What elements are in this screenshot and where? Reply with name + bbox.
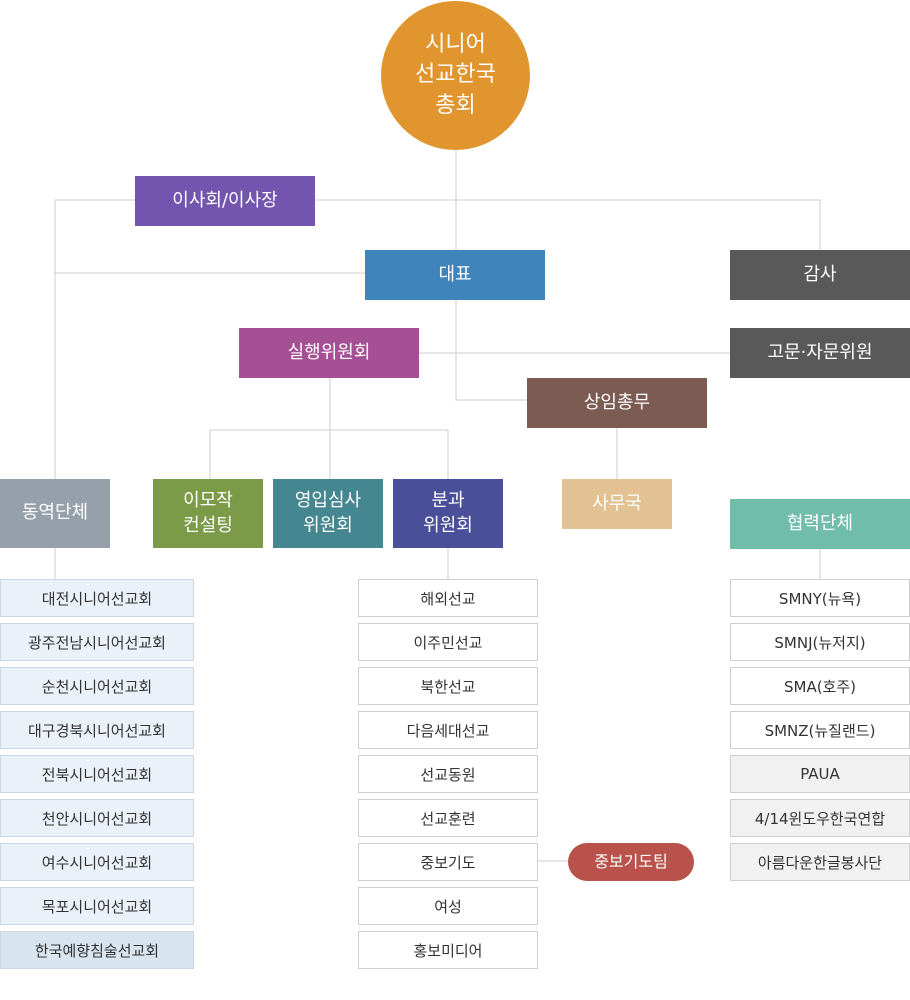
board-node[interactable]: 이사회/이사장	[135, 176, 315, 226]
list-item[interactable]: 해외선교	[358, 579, 538, 617]
list-item[interactable]: 여수시니어선교회	[0, 843, 194, 881]
fellowship-organizations-node[interactable]: 동역단체	[0, 479, 110, 548]
list-item[interactable]: 한국예향침술선교회	[0, 931, 194, 969]
imojak-consulting-node[interactable]: 이모작 컨설팅	[153, 479, 263, 548]
partner-organizations-node[interactable]: 협력단체	[730, 499, 910, 549]
list-item[interactable]: SMNJ(뉴저지)	[730, 623, 910, 661]
advisors-node[interactable]: 고문·자문위원	[730, 328, 910, 378]
list-item[interactable]: 중보기도	[358, 843, 538, 881]
review-committee-node[interactable]: 영입심사 위원회	[273, 479, 383, 548]
subcommittee-node[interactable]: 분과 위원회	[393, 479, 503, 548]
representative-node[interactable]: 대표	[365, 250, 545, 300]
list-item[interactable]: 홍보미디어	[358, 931, 538, 969]
list-item[interactable]: 아름다운한글봉사단	[730, 843, 910, 881]
list-item[interactable]: 선교동원	[358, 755, 538, 793]
list-item[interactable]: PAUA	[730, 755, 910, 793]
list-item[interactable]: 대구경북시니어선교회	[0, 711, 194, 749]
office-node[interactable]: 사무국	[562, 479, 672, 529]
audit-node[interactable]: 감사	[730, 250, 910, 300]
list-item[interactable]: 선교훈련	[358, 799, 538, 837]
list-item[interactable]: 천안시니어선교회	[0, 799, 194, 837]
list-item[interactable]: SMA(호주)	[730, 667, 910, 705]
list-item[interactable]: 이주민선교	[358, 623, 538, 661]
list-item[interactable]: 광주전남시니어선교회	[0, 623, 194, 661]
executive-committee-node[interactable]: 실행위원회	[239, 328, 419, 378]
root-node-general-assembly[interactable]: 시니어 선교한국 총회	[381, 1, 530, 150]
list-item[interactable]: SMNZ(뉴질랜드)	[730, 711, 910, 749]
list-item[interactable]: SMNY(뉴욕)	[730, 579, 910, 617]
list-item[interactable]: 여성	[358, 887, 538, 925]
list-item[interactable]: 4/14윈도우한국연합	[730, 799, 910, 837]
list-item[interactable]: 전북시니어선교회	[0, 755, 194, 793]
list-item[interactable]: 북한선교	[358, 667, 538, 705]
prayer-team-node[interactable]: 중보기도팀	[568, 843, 694, 881]
list-item[interactable]: 다음세대선교	[358, 711, 538, 749]
list-item[interactable]: 순천시니어선교회	[0, 667, 194, 705]
list-item[interactable]: 대전시니어선교회	[0, 579, 194, 617]
list-item[interactable]: 목포시니어선교회	[0, 887, 194, 925]
standing-secretary-node[interactable]: 상임총무	[527, 378, 707, 428]
